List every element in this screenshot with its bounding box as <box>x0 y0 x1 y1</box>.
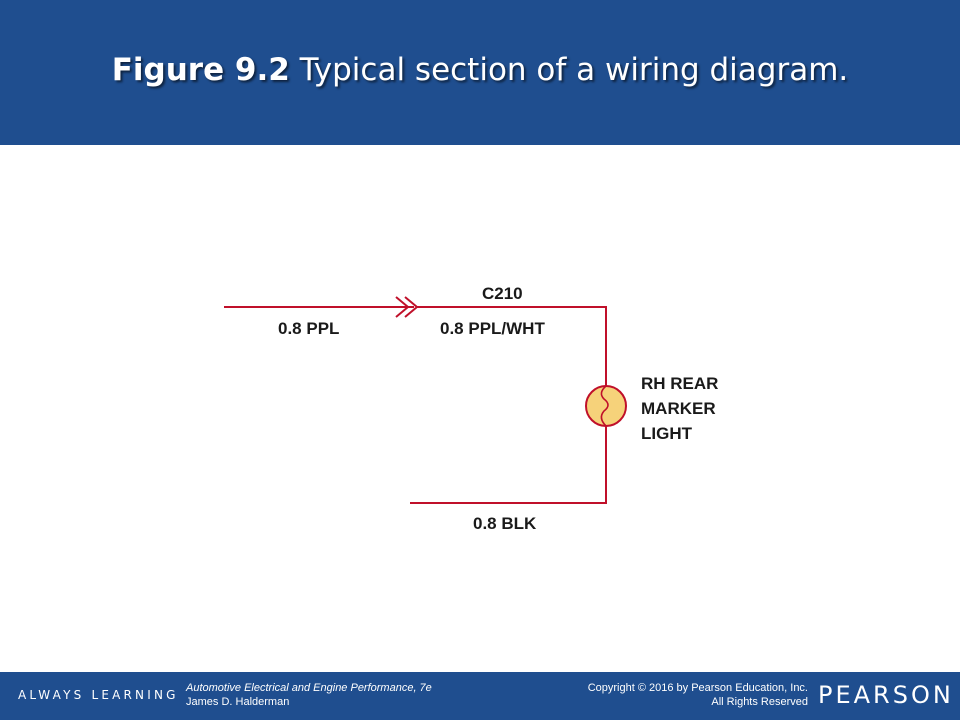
wire-out-label: 0.8 PPL/WHT <box>440 319 545 338</box>
connector-label: C210 <box>482 284 523 303</box>
component-label-line3: LIGHT <box>641 424 693 443</box>
wire-ppl-wht <box>417 306 607 386</box>
marker-light-bulb <box>585 385 627 427</box>
footer-tagline: ALWAYS LEARNING <box>18 688 179 702</box>
copyright-text: Copyright © 2016 by Pearson Education, I… <box>587 682 808 694</box>
component-label-line1: RH REAR <box>641 374 718 393</box>
wire-in-label: 0.8 PPL <box>278 319 339 338</box>
component-label-line2: MARKER <box>641 399 716 418</box>
footer-copyright: Copyright © 2016 by Pearson Education, I… <box>588 681 808 709</box>
rights-text: All Rights Reserved <box>711 696 808 708</box>
wire-blk <box>410 426 607 504</box>
book-author: James D. Halderman <box>186 696 290 708</box>
pearson-logo: PEARSON <box>818 681 954 709</box>
figure-number: Figure 9.2 <box>111 52 290 88</box>
figure-caption: Typical section of a wiring diagram. <box>289 52 849 88</box>
connector-c210-chevron-1 <box>395 296 410 318</box>
slide-header: Figure 9.2 Typical section of a wiring d… <box>0 0 960 145</box>
book-title: Automotive Electrical and Engine Perform… <box>186 682 432 694</box>
ground-wire-label: 0.8 BLK <box>473 514 537 533</box>
slide-title: Figure 9.2 Typical section of a wiring d… <box>0 52 960 88</box>
slide-footer: ALWAYS LEARNING Automotive Electrical an… <box>0 672 960 720</box>
bulb-filament <box>600 385 609 427</box>
footer-book-info: Automotive Electrical and Engine Perform… <box>186 681 432 709</box>
